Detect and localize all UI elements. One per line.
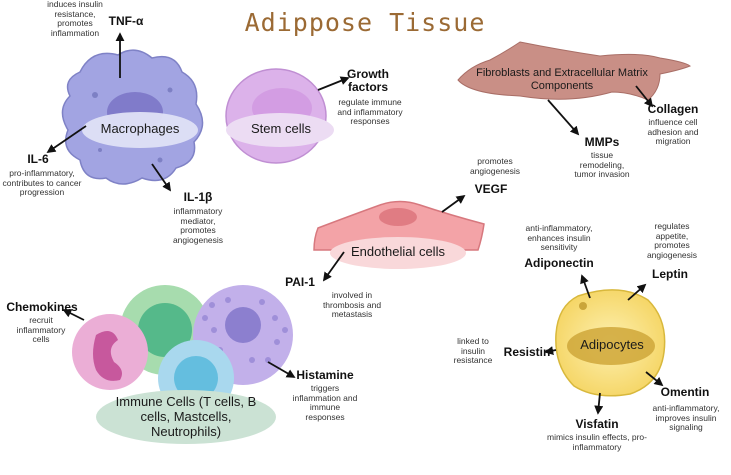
immune-cells-cluster [72, 285, 293, 444]
immune-cells-label: Immune Cells (T cells, B cells, Mastcell… [115, 394, 257, 439]
adipocytes-label: Adipocytes [580, 337, 644, 352]
pai1-label: PAI-1 [285, 275, 315, 289]
il1b-label: IL-1β [183, 190, 213, 204]
page-title: Adippose Tissue [244, 8, 486, 37]
arrows [46, 32, 664, 415]
mmps-description: tissue remodeling, tumor invasion [574, 150, 630, 180]
chemokines-label: Chemokines [6, 300, 78, 314]
adiponectin-description: anti-inflammatory, enhances insulin sens… [525, 223, 593, 253]
adiponectin-label: Adiponectin [524, 256, 594, 270]
endothelial-label: Endothelial cells [351, 244, 445, 259]
visfatin-description: mimics insulin effects, pro-inflammatory [547, 432, 647, 452]
macrophages-label: Macrophages [100, 121, 180, 136]
vegf-label: VEGF [474, 182, 508, 196]
tnf-alpha-description: induces insulin resistance, promotes inf… [47, 0, 103, 38]
histamine-description: triggers inflammation and immune respons… [292, 383, 358, 422]
omentin-label: Omentin [660, 385, 710, 399]
pai1-description: involved in thrombosis and metastasis [322, 290, 382, 320]
stem-cells-label: Stem cells [251, 121, 311, 136]
histamine-label: Histamine [296, 368, 354, 382]
chemokines-description: recruit inflammatory cells [16, 315, 66, 345]
il6-description: pro-inflammatory, contributes to cancer … [2, 168, 82, 198]
resistin-label: Resistin [503, 345, 551, 359]
endothelial-cell [313, 200, 485, 269]
il1b-description: inflammatory mediator, promotes angiogen… [172, 206, 224, 245]
omentin-description: anti-inflammatory, improves insulin sign… [652, 403, 720, 433]
adipocyte-cell [555, 289, 666, 397]
macrophage-cell [61, 49, 204, 185]
stem-cell [225, 68, 334, 164]
resistin-description: linked to insulin resistance [453, 336, 493, 366]
collagen-label: Collagen [647, 102, 699, 116]
fibroblasts-label: Fibroblasts and Extracellular Matrix Com… [476, 67, 648, 92]
visfatin-label: Visfatin [575, 417, 619, 431]
il6-label: IL-6 [27, 152, 49, 166]
growth-factors-description: regulate immune and inflammatory respons… [337, 97, 403, 127]
leptin-label: Leptin [652, 267, 688, 281]
vegf-description: promotes angiogenesis [469, 156, 521, 176]
growth-factors-label: Growth factors [347, 67, 389, 95]
collagen-description: influence cell adhesion and migration [647, 117, 699, 147]
mmps-label: MMPs [584, 135, 620, 149]
tnf-alpha-label: TNF-α [108, 14, 144, 28]
leptin-description: regulates appetite, promotes angiogenesi… [646, 221, 698, 260]
